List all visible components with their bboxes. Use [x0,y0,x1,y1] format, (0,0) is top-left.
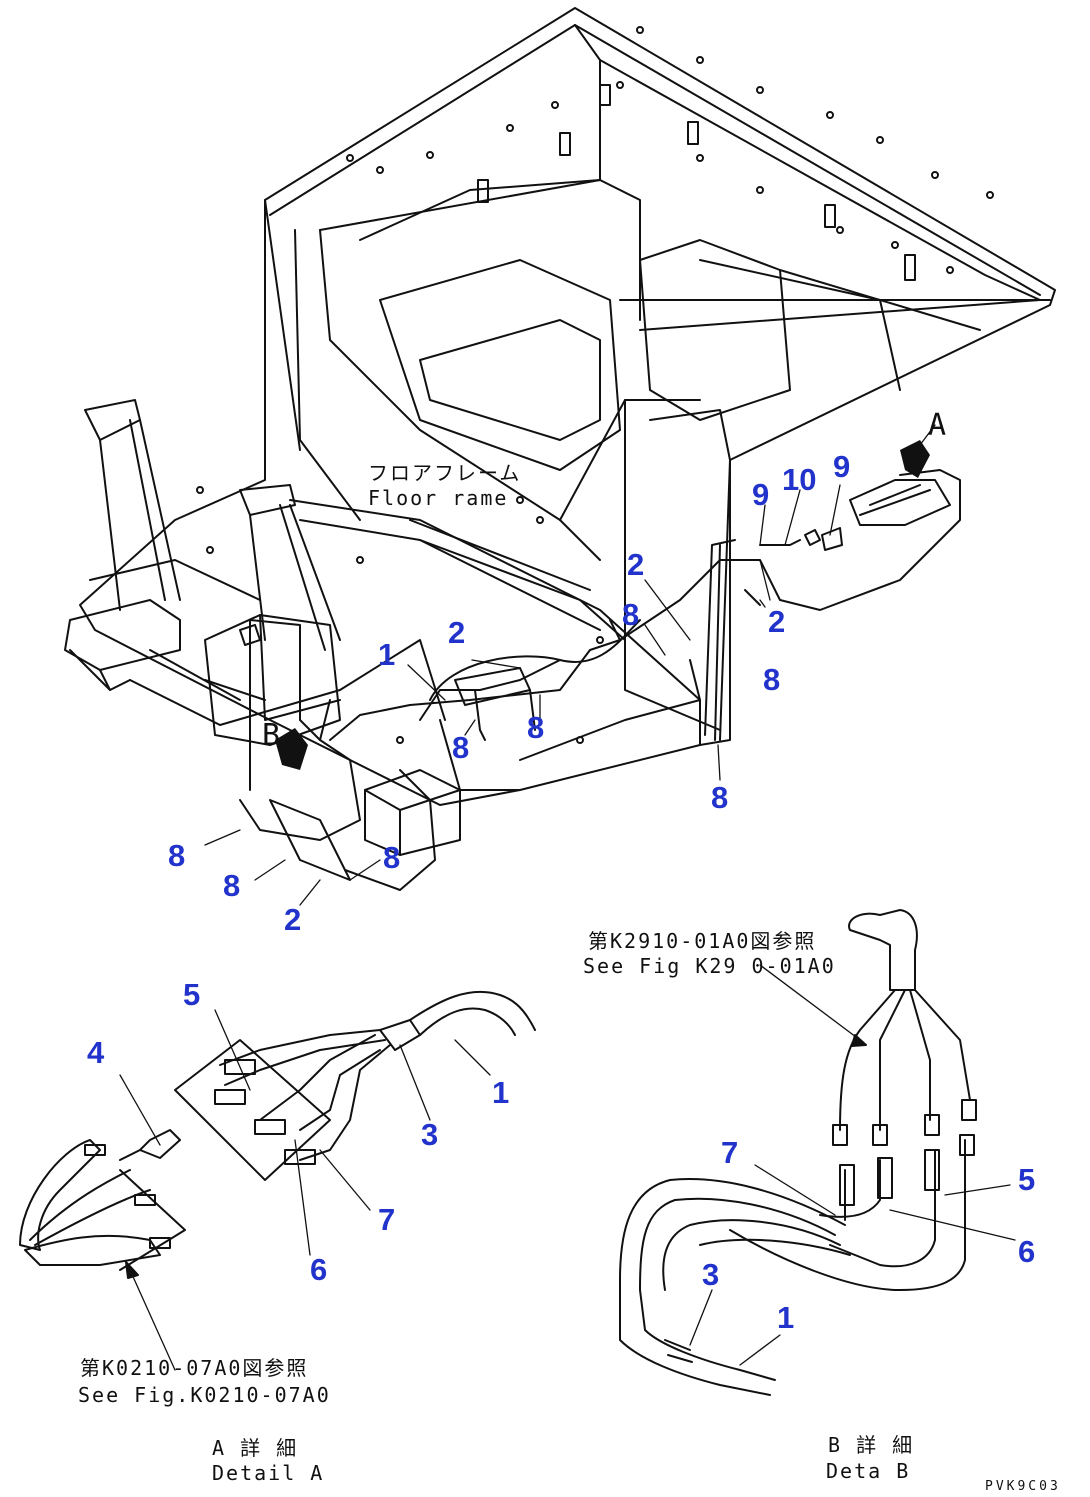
callout-5: 5 [1018,1162,1035,1197]
callout-9: 9 [752,477,769,512]
callout-1: 1 [492,1075,509,1110]
detail-b-drawing [619,909,977,1396]
harness-routing-main [239,469,961,891]
callout-7: 7 [378,1202,395,1237]
callout-7: 7 [721,1135,738,1170]
view-a-label: A [928,408,948,443]
callout-9: 8 [622,597,639,632]
callout-4: 4 [87,1035,105,1070]
floor-frame-label-jp: フロアフレーム [368,461,521,485]
callout-1: 1 [777,1300,794,1335]
detail-b-caption-jp: B 詳 細 [828,1433,914,1457]
detail-a-caption-jp: A 詳 細 [212,1436,298,1460]
detail-a-drawing [19,990,536,1271]
callout-11: 10 [782,462,816,497]
callout-8: 8 [223,868,240,903]
ref-detail-a-en: See Fig.K0210-07A0 [78,1383,331,1407]
drawing-code: PVK9C03 [985,1479,1061,1494]
callout-8: 8 [383,840,400,875]
floor-frame-drawing [64,7,1056,856]
ref-detail-b-en: See Fig K29 0-01A0 [583,954,836,978]
callout-3: 3 [421,1117,438,1152]
ref-detail-b-jp: 第K2910-01A0図参照 [588,929,816,953]
callout-10: 9 [833,449,850,484]
leader-lines-detail-b [689,964,1016,1366]
leader-lines-main [204,424,936,906]
leader-lines-detail-a [119,1009,491,1371]
callout-8: 8 [763,662,780,697]
ref-detail-a-jp: 第K0210-07A0図参照 [80,1356,308,1380]
callout-5: 5 [183,977,200,1012]
callout-2: 2 [768,604,785,639]
callout-2: 2 [448,615,465,650]
callout-8: 8 [711,780,728,815]
detail-b-caption-en: Deta B [826,1459,910,1483]
floor-frame-label-en: Floor rame [368,486,508,510]
callout-1: 1 [378,637,395,672]
callout-6: 6 [1018,1234,1035,1269]
callout-6: 6 [310,1252,327,1287]
callout-8: 8 [452,730,469,765]
callout-8: 8 [527,710,544,745]
callout-2: 2 [627,547,644,582]
callout-2: 2 [284,902,301,937]
view-b-arrow-icon [275,728,308,770]
view-a-arrow-icon [900,440,930,478]
callout-3: 3 [702,1257,719,1292]
detail-a-caption-en: Detail A [212,1461,324,1485]
view-b-label: B [262,718,282,753]
callout-8: 8 [168,838,185,873]
